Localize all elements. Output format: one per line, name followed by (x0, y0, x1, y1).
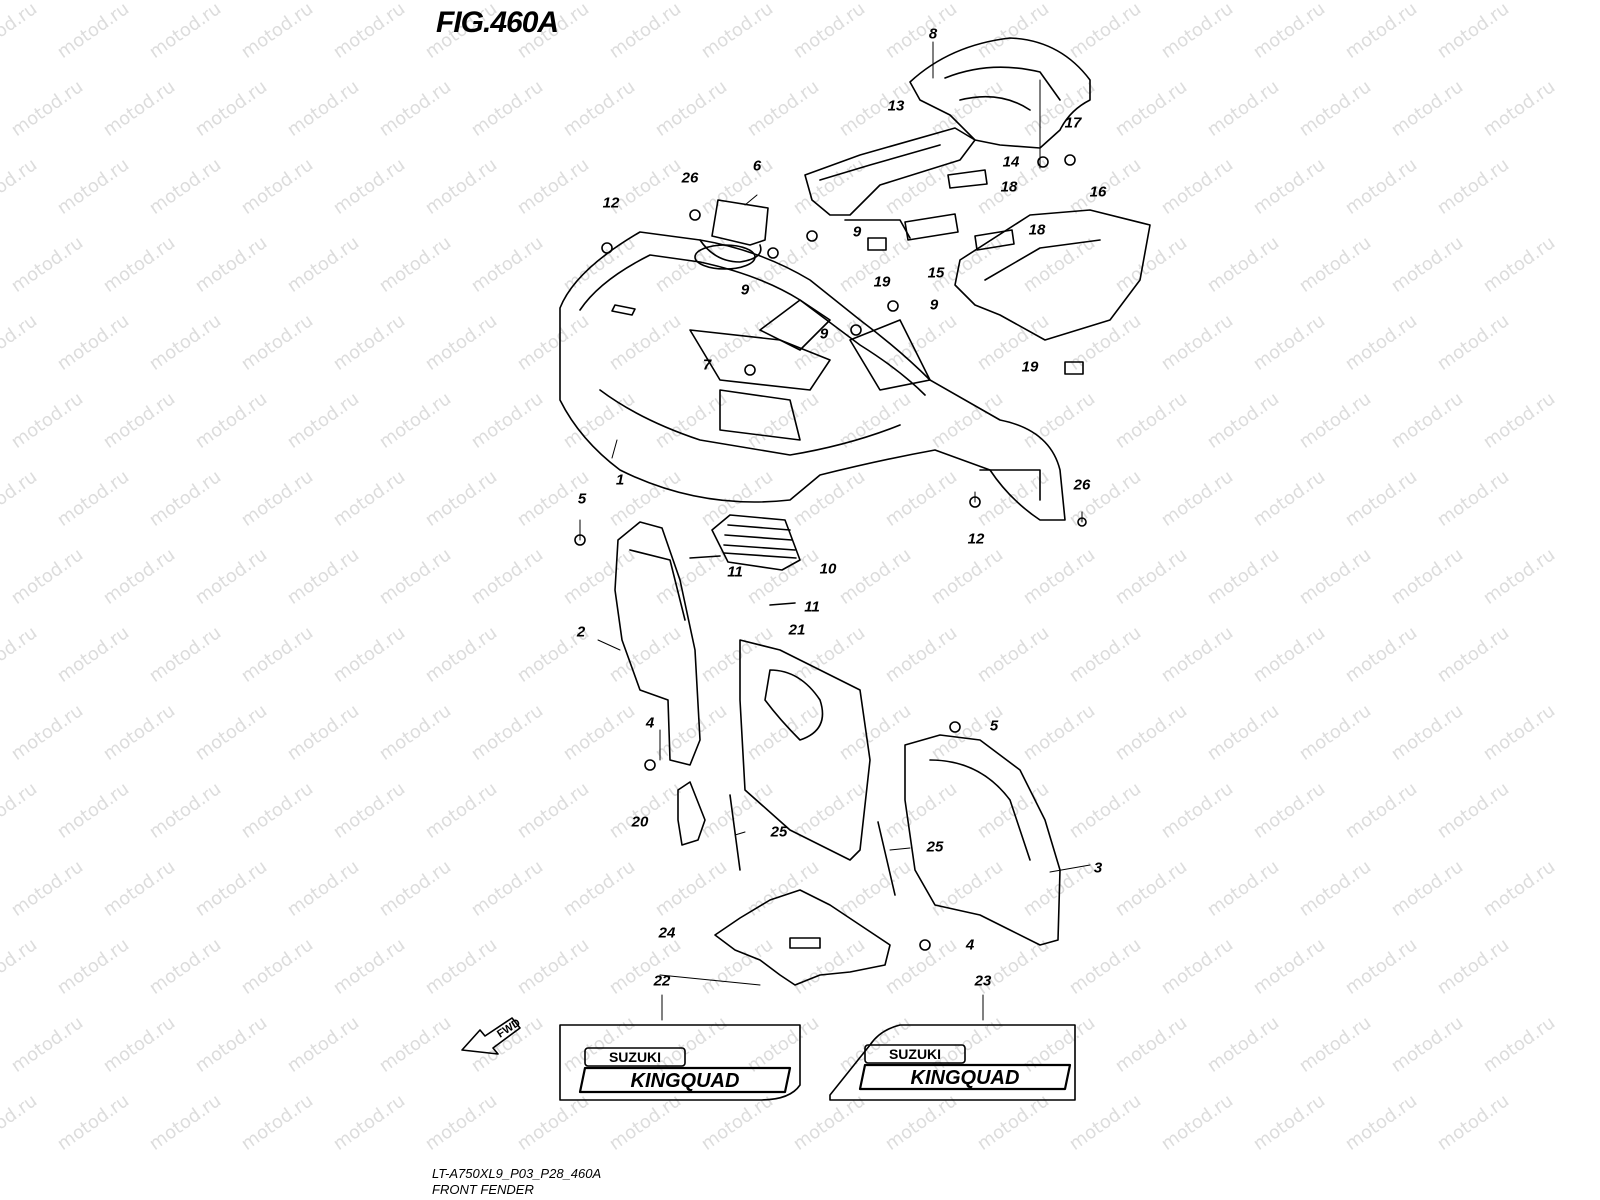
callout-19a: 19 (873, 273, 891, 291)
side-panel-part-16 (954, 209, 1151, 341)
callout-9c: 9 (929, 296, 939, 314)
callout-4b: 4 (965, 936, 975, 954)
callout-12b: 12 (967, 530, 985, 548)
callout-21: 21 (788, 621, 806, 639)
callout-14: 14 (1002, 153, 1020, 171)
callout-23: 23 (974, 972, 992, 990)
grille-part-10 (711, 514, 801, 571)
decal-part-22 (559, 1024, 801, 1101)
callout-26a: 26 (681, 169, 699, 187)
callout-11a: 11 (727, 563, 743, 581)
cover-part-8 (909, 37, 1091, 149)
inner-fender-part-3 (904, 734, 1061, 946)
figure-code: LT-A750XL9_P03_P28_460A (432, 1166, 602, 1181)
callout-16: 16 (1089, 183, 1107, 201)
callout-5b: 5 (989, 717, 999, 735)
callout-9a: 9 (852, 223, 862, 241)
callout-12a: 12 (602, 194, 620, 212)
fasteners (574, 154, 1087, 951)
callout-26b: 26 (1073, 476, 1091, 494)
lid-part-6 (711, 199, 769, 246)
inner-fender-part-2 (614, 521, 701, 766)
callout-15: 15 (927, 264, 945, 282)
bracket-part-20 (677, 781, 706, 846)
callout-9d: 9 (819, 325, 829, 343)
callout-18a: 18 (1000, 178, 1018, 196)
figure-title: FIG.460A (436, 6, 559, 39)
callout-20: 20 (631, 813, 649, 831)
callout-19b: 19 (1021, 358, 1039, 376)
callout-9b: 9 (740, 281, 750, 299)
leader-lines (579, 41, 1091, 1021)
pads-part-15-18 (867, 169, 1084, 375)
decal-part-23 (829, 1024, 1076, 1101)
callout-3: 3 (1093, 859, 1103, 877)
callout-17: 17 (1064, 114, 1082, 132)
decal-right-model: KINGQUAD (911, 1067, 1020, 1089)
plate-part-24 (714, 889, 891, 986)
callout-1: 1 (615, 471, 625, 489)
callout-13: 13 (887, 97, 905, 115)
decal-right-brand: SUZUKI (889, 1046, 941, 1062)
callout-25a: 25 (770, 823, 788, 841)
callout-7: 7 (702, 356, 712, 374)
fwd-arrow-icon (461, 1017, 521, 1055)
decal-left-brand: SUZUKI (609, 1049, 661, 1065)
callout-11b: 11 (804, 598, 820, 616)
figure-caption: FRONT FENDER (432, 1182, 534, 1197)
tie-part-25 (729, 794, 896, 896)
callout-24: 24 (658, 924, 676, 942)
callout-2: 2 (576, 623, 586, 641)
callout-10: 10 (819, 560, 837, 578)
front-fender-part-1 (559, 231, 1066, 521)
callout-18b: 18 (1028, 221, 1046, 239)
callout-5a: 5 (577, 490, 587, 508)
callout-25b: 25 (926, 838, 944, 856)
callout-8: 8 (928, 25, 938, 43)
callout-4a: 4 (645, 714, 655, 732)
panel-part-21 (739, 639, 871, 861)
callout-6: 6 (752, 157, 762, 175)
callout-22: 22 (653, 972, 671, 990)
decal-left-model: KINGQUAD (631, 1070, 740, 1092)
